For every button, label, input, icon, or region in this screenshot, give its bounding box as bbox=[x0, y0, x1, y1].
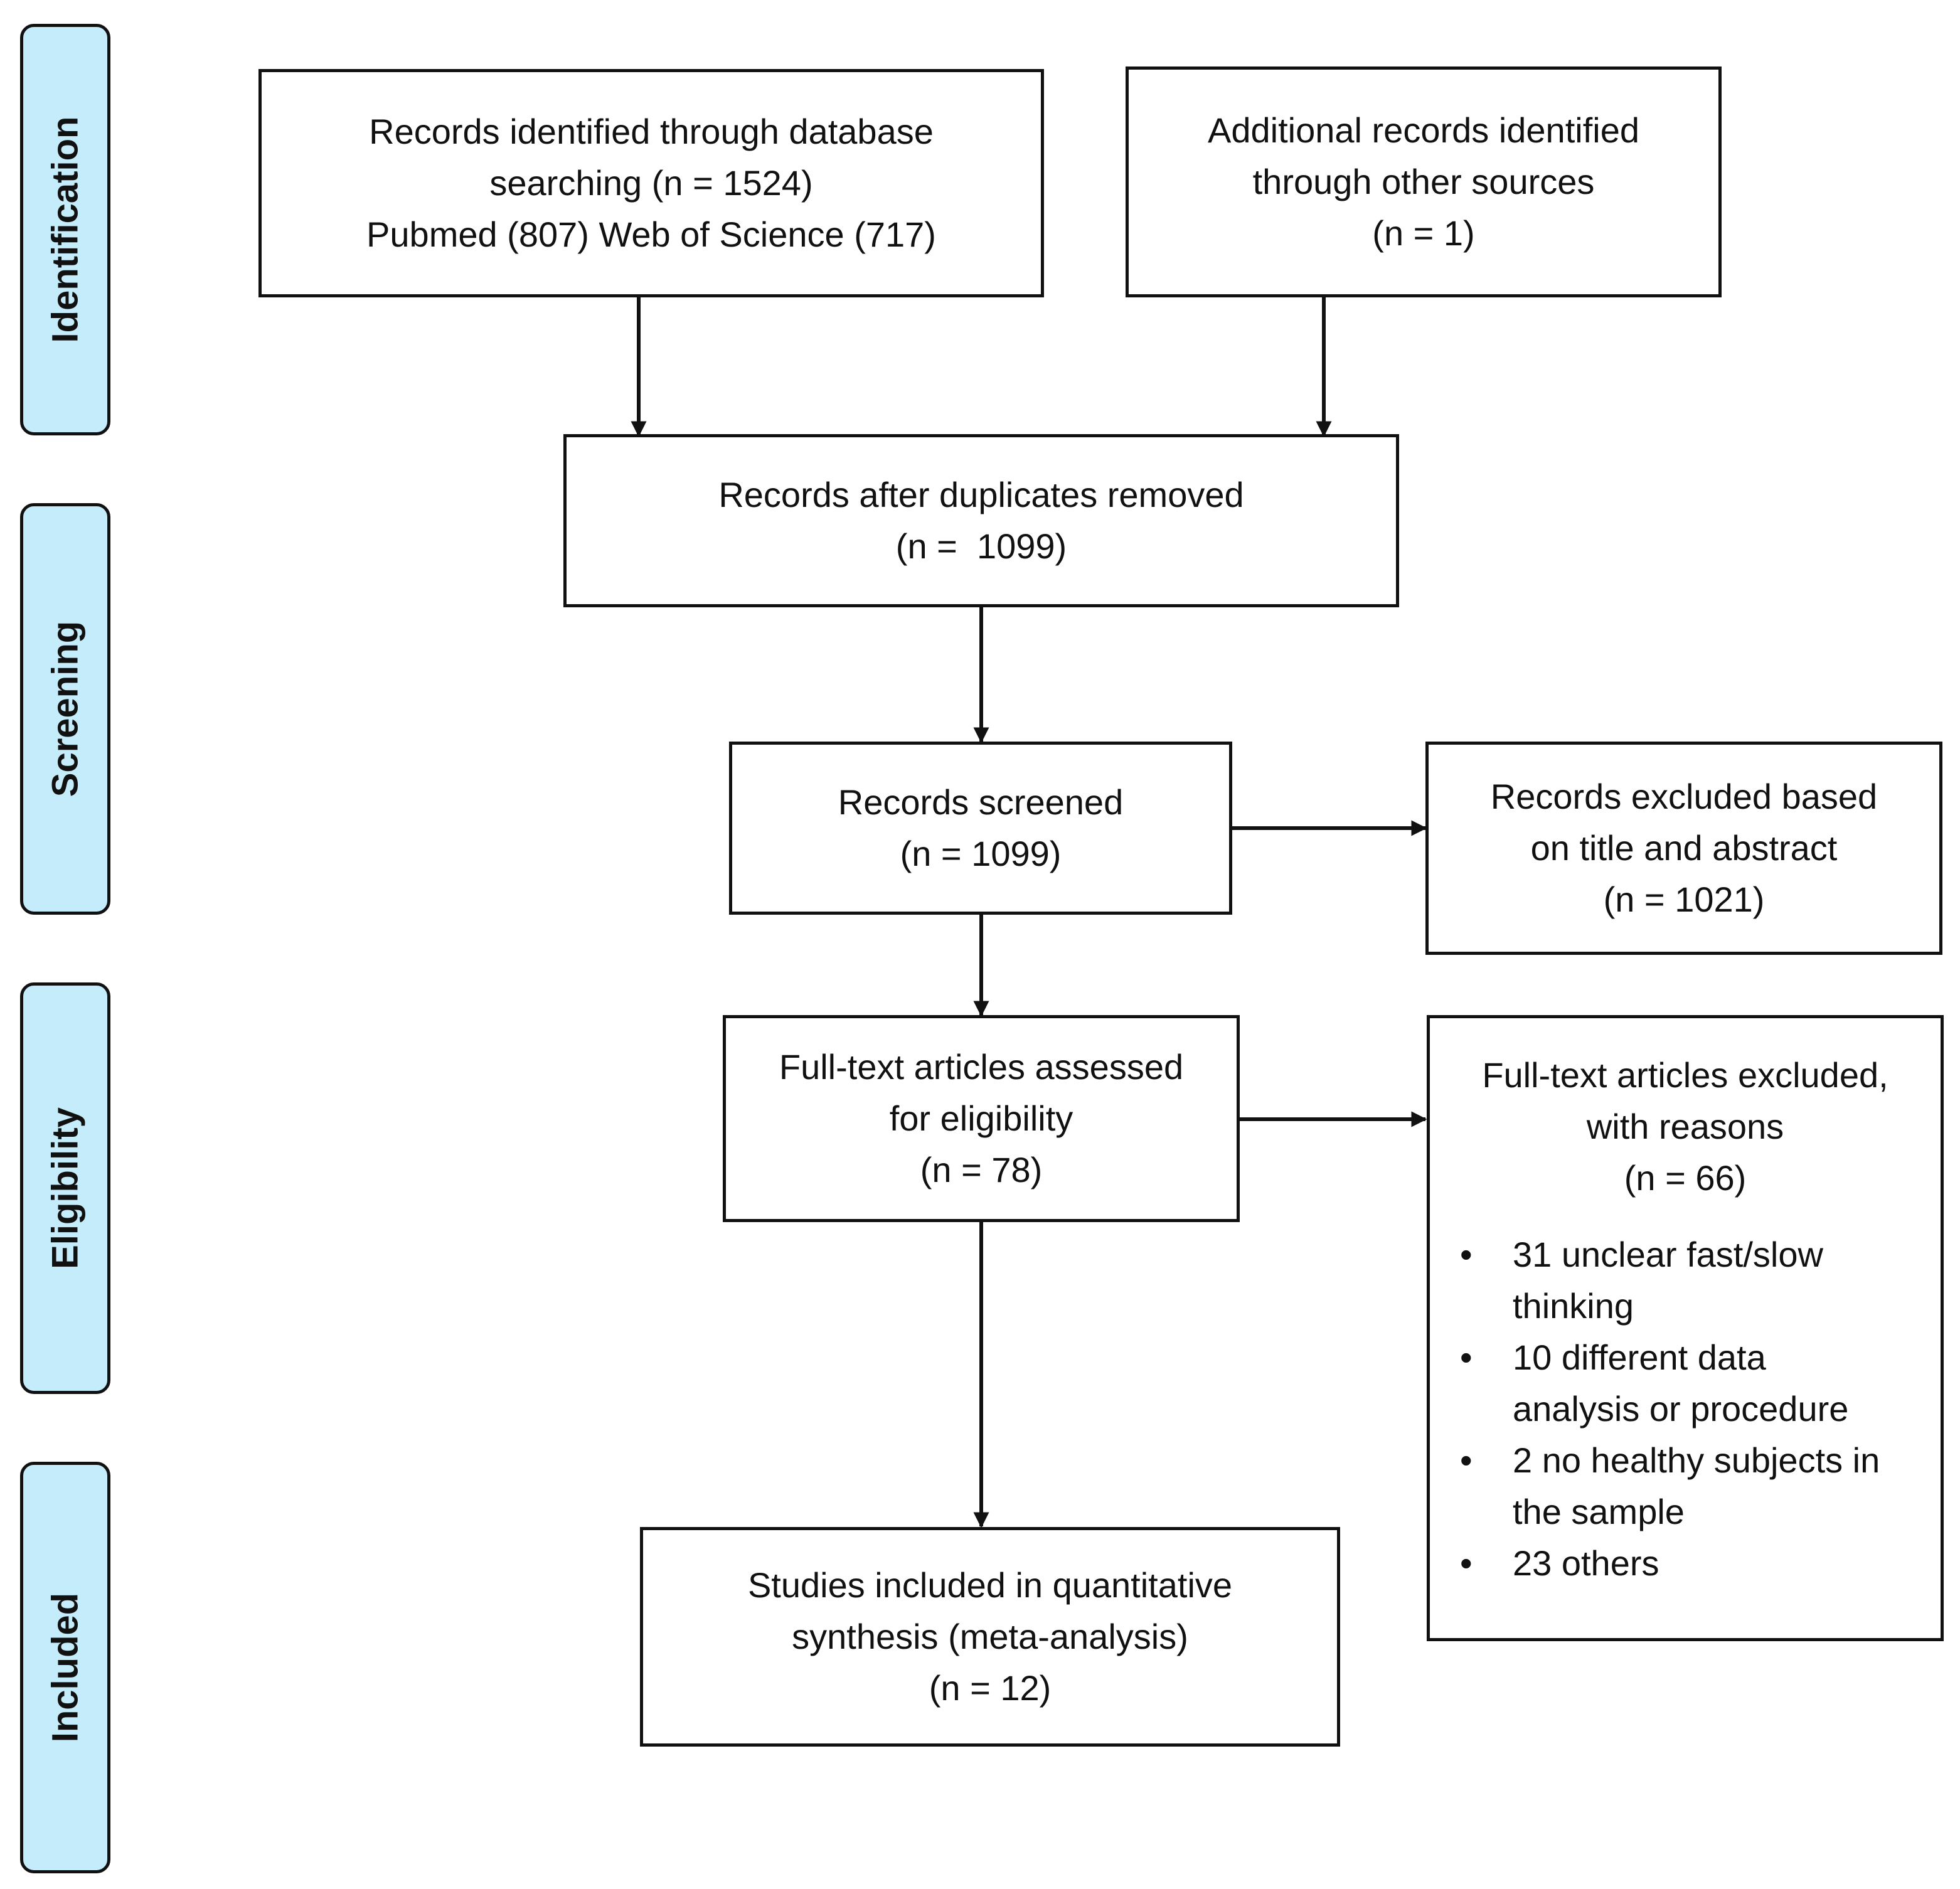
box-text-line: on title and abstract bbox=[1530, 828, 1838, 868]
box-text-line: searching (n = 1524) bbox=[489, 163, 813, 203]
box-text-line: Full-text articles assessed bbox=[779, 1047, 1184, 1087]
phase-identification: Identification bbox=[20, 24, 110, 435]
phase-label: Included bbox=[45, 1592, 86, 1743]
reason-text-line: 10 different data bbox=[1513, 1338, 1766, 1377]
box-text-line: Records after duplicates removed bbox=[718, 475, 1244, 514]
box-records-screened: Records screened (n = 1099) bbox=[729, 742, 1232, 915]
exclusion-reason-item: • 31 unclear fast/slow thinking bbox=[1430, 1229, 1941, 1332]
phase-label: Identification bbox=[45, 116, 86, 343]
box-database-search: Records identified through database sear… bbox=[258, 69, 1044, 297]
exclusion-reason-item: • 2 no healthy subjects in the sample bbox=[1430, 1435, 1941, 1538]
box-text-line: synthesis (meta-analysis) bbox=[792, 1617, 1188, 1656]
box-records-excluded: Records excluded based on title and abst… bbox=[1425, 742, 1942, 955]
reason-text-line: 2 no healthy subjects in bbox=[1513, 1440, 1880, 1480]
box-text-line: (n = 1021) bbox=[1603, 880, 1765, 919]
phase-label: Eligibility bbox=[45, 1107, 86, 1269]
reason-text-line: the sample bbox=[1513, 1492, 1685, 1531]
box-duplicates-removed: Records after duplicates removed (n = 10… bbox=[563, 434, 1399, 607]
box-text-line: Records screened bbox=[838, 782, 1124, 822]
box-fulltext-excluded: Full-text articles excluded, with reason… bbox=[1427, 1015, 1944, 1641]
bullet-icon: • bbox=[1460, 1338, 1473, 1377]
box-text-line: for eligibility bbox=[889, 1099, 1073, 1138]
reason-text-line: 23 others bbox=[1513, 1543, 1659, 1583]
exclusion-reasons-list: • 31 unclear fast/slow thinking • 10 dif… bbox=[1430, 1229, 1941, 1589]
box-text-line: Additional records identified bbox=[1208, 110, 1639, 150]
box-text-line: with reasons bbox=[1586, 1107, 1784, 1146]
box-text-line: Pubmed (807) Web of Science (717) bbox=[366, 215, 936, 254]
box-text-line: (n = 78) bbox=[920, 1150, 1043, 1189]
exclusion-reason-item: • 10 different data analysis or procedur… bbox=[1430, 1332, 1941, 1435]
bullet-icon: • bbox=[1460, 1235, 1473, 1274]
box-text-line: Studies included in quantitative bbox=[747, 1565, 1233, 1605]
exclusion-reason-item: • 23 others bbox=[1430, 1538, 1941, 1589]
box-text-line: Records excluded based bbox=[1490, 777, 1878, 816]
box-text-line: Records identified through database bbox=[369, 112, 934, 151]
box-text-line: Full-text articles excluded, bbox=[1482, 1055, 1888, 1095]
phase-eligibility: Eligibility bbox=[20, 982, 110, 1394]
phase-screening: Screening bbox=[20, 503, 110, 915]
bullet-icon: • bbox=[1460, 1440, 1473, 1480]
reason-text-line: 31 unclear fast/slow bbox=[1513, 1235, 1823, 1274]
box-text-line: through other sources bbox=[1252, 162, 1595, 201]
box-fulltext-assessed: Full-text articles assessed for eligibil… bbox=[723, 1015, 1240, 1222]
box-text-line: (n = 66) bbox=[1624, 1158, 1747, 1198]
box-text-line: (n = 1) bbox=[1372, 213, 1475, 253]
phase-label: Screening bbox=[45, 620, 86, 797]
box-studies-included: Studies included in quantitative synthes… bbox=[640, 1527, 1340, 1747]
reason-text-line: analysis or procedure bbox=[1513, 1389, 1849, 1429]
box-text-line: (n = 1099) bbox=[895, 526, 1067, 566]
phase-included: Included bbox=[20, 1462, 110, 1873]
reason-text-line: thinking bbox=[1513, 1286, 1634, 1326]
box-other-sources: Additional records identified through ot… bbox=[1126, 67, 1722, 297]
box-text-line: (n = 12) bbox=[929, 1668, 1052, 1708]
box-text-line: (n = 1099) bbox=[900, 834, 1062, 873]
bullet-icon: • bbox=[1460, 1543, 1473, 1583]
